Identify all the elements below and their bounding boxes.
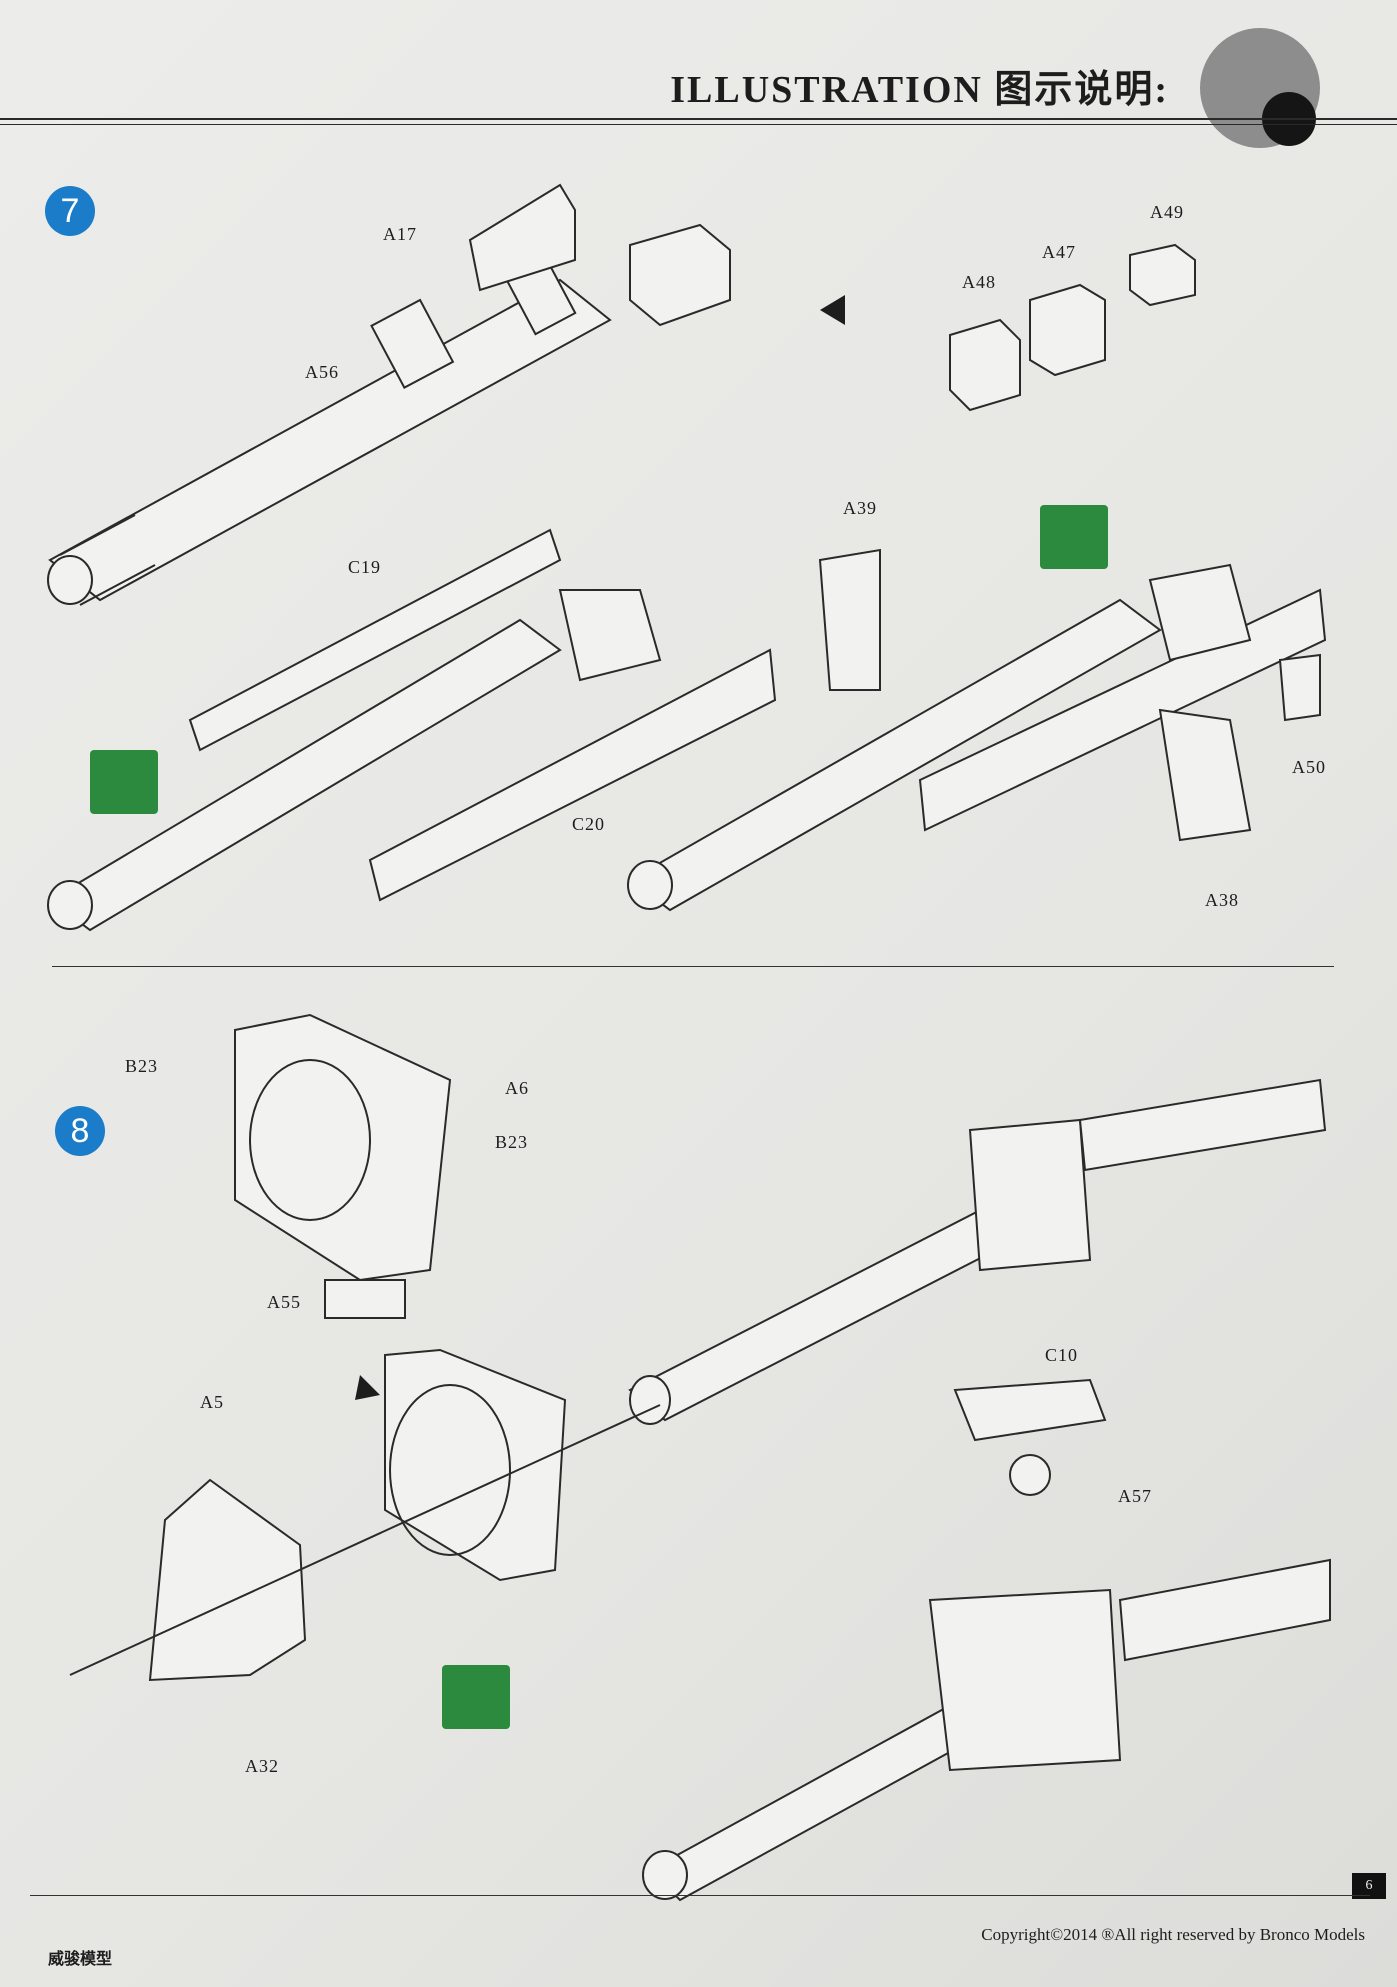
cut-sprue-icon <box>90 750 158 814</box>
page-number: 6 <box>1352 1873 1386 1899</box>
part-label: A47 <box>1042 242 1076 262</box>
page-title: ILLUSTRATION 图示说明: <box>670 69 1169 111</box>
cut-sprue-icon <box>442 1665 510 1729</box>
barrel-a56-drawing <box>47 258 612 606</box>
direction-arrow <box>355 1375 380 1400</box>
part-label: B23 <box>495 1132 529 1152</box>
header-rule-thin <box>0 124 1397 125</box>
brand-name: 威骏模型 <box>48 1951 113 1968</box>
part-label: A49 <box>1150 202 1184 222</box>
step-number-badge: 7 <box>45 186 95 236</box>
cradle-c19-c20-drawing <box>47 528 777 932</box>
part-label: A17 <box>383 224 417 244</box>
cut-sprue-icon <box>1040 505 1108 569</box>
step-divider <box>52 966 1334 967</box>
part-label: C10 <box>1045 1345 1079 1365</box>
part-label: A5 <box>200 1392 224 1412</box>
part-label: A6 <box>505 1078 529 1098</box>
part-label: A55 <box>267 1292 301 1312</box>
direction-arrow <box>820 295 845 325</box>
part-label: A50 <box>1292 757 1326 777</box>
header-rule <box>0 118 1397 120</box>
footer-rule <box>30 1895 1370 1896</box>
part-label: A48 <box>962 272 996 292</box>
part-label: B23 <box>125 1056 159 1076</box>
copyright-text: Copyright©2014 ®All right reserved by Br… <box>981 1925 1365 1944</box>
part-label: C20 <box>572 814 606 834</box>
part-label: A39 <box>843 498 877 518</box>
cradle-a38-a39-drawing <box>627 548 1327 912</box>
part-label: A57 <box>1118 1486 1152 1506</box>
part-label: A32 <box>245 1756 279 1776</box>
part-label: C19 <box>348 557 382 577</box>
part-label: A38 <box>1205 890 1239 910</box>
part-label: A56 <box>305 362 339 382</box>
step-number-badge: 8 <box>55 1106 105 1156</box>
